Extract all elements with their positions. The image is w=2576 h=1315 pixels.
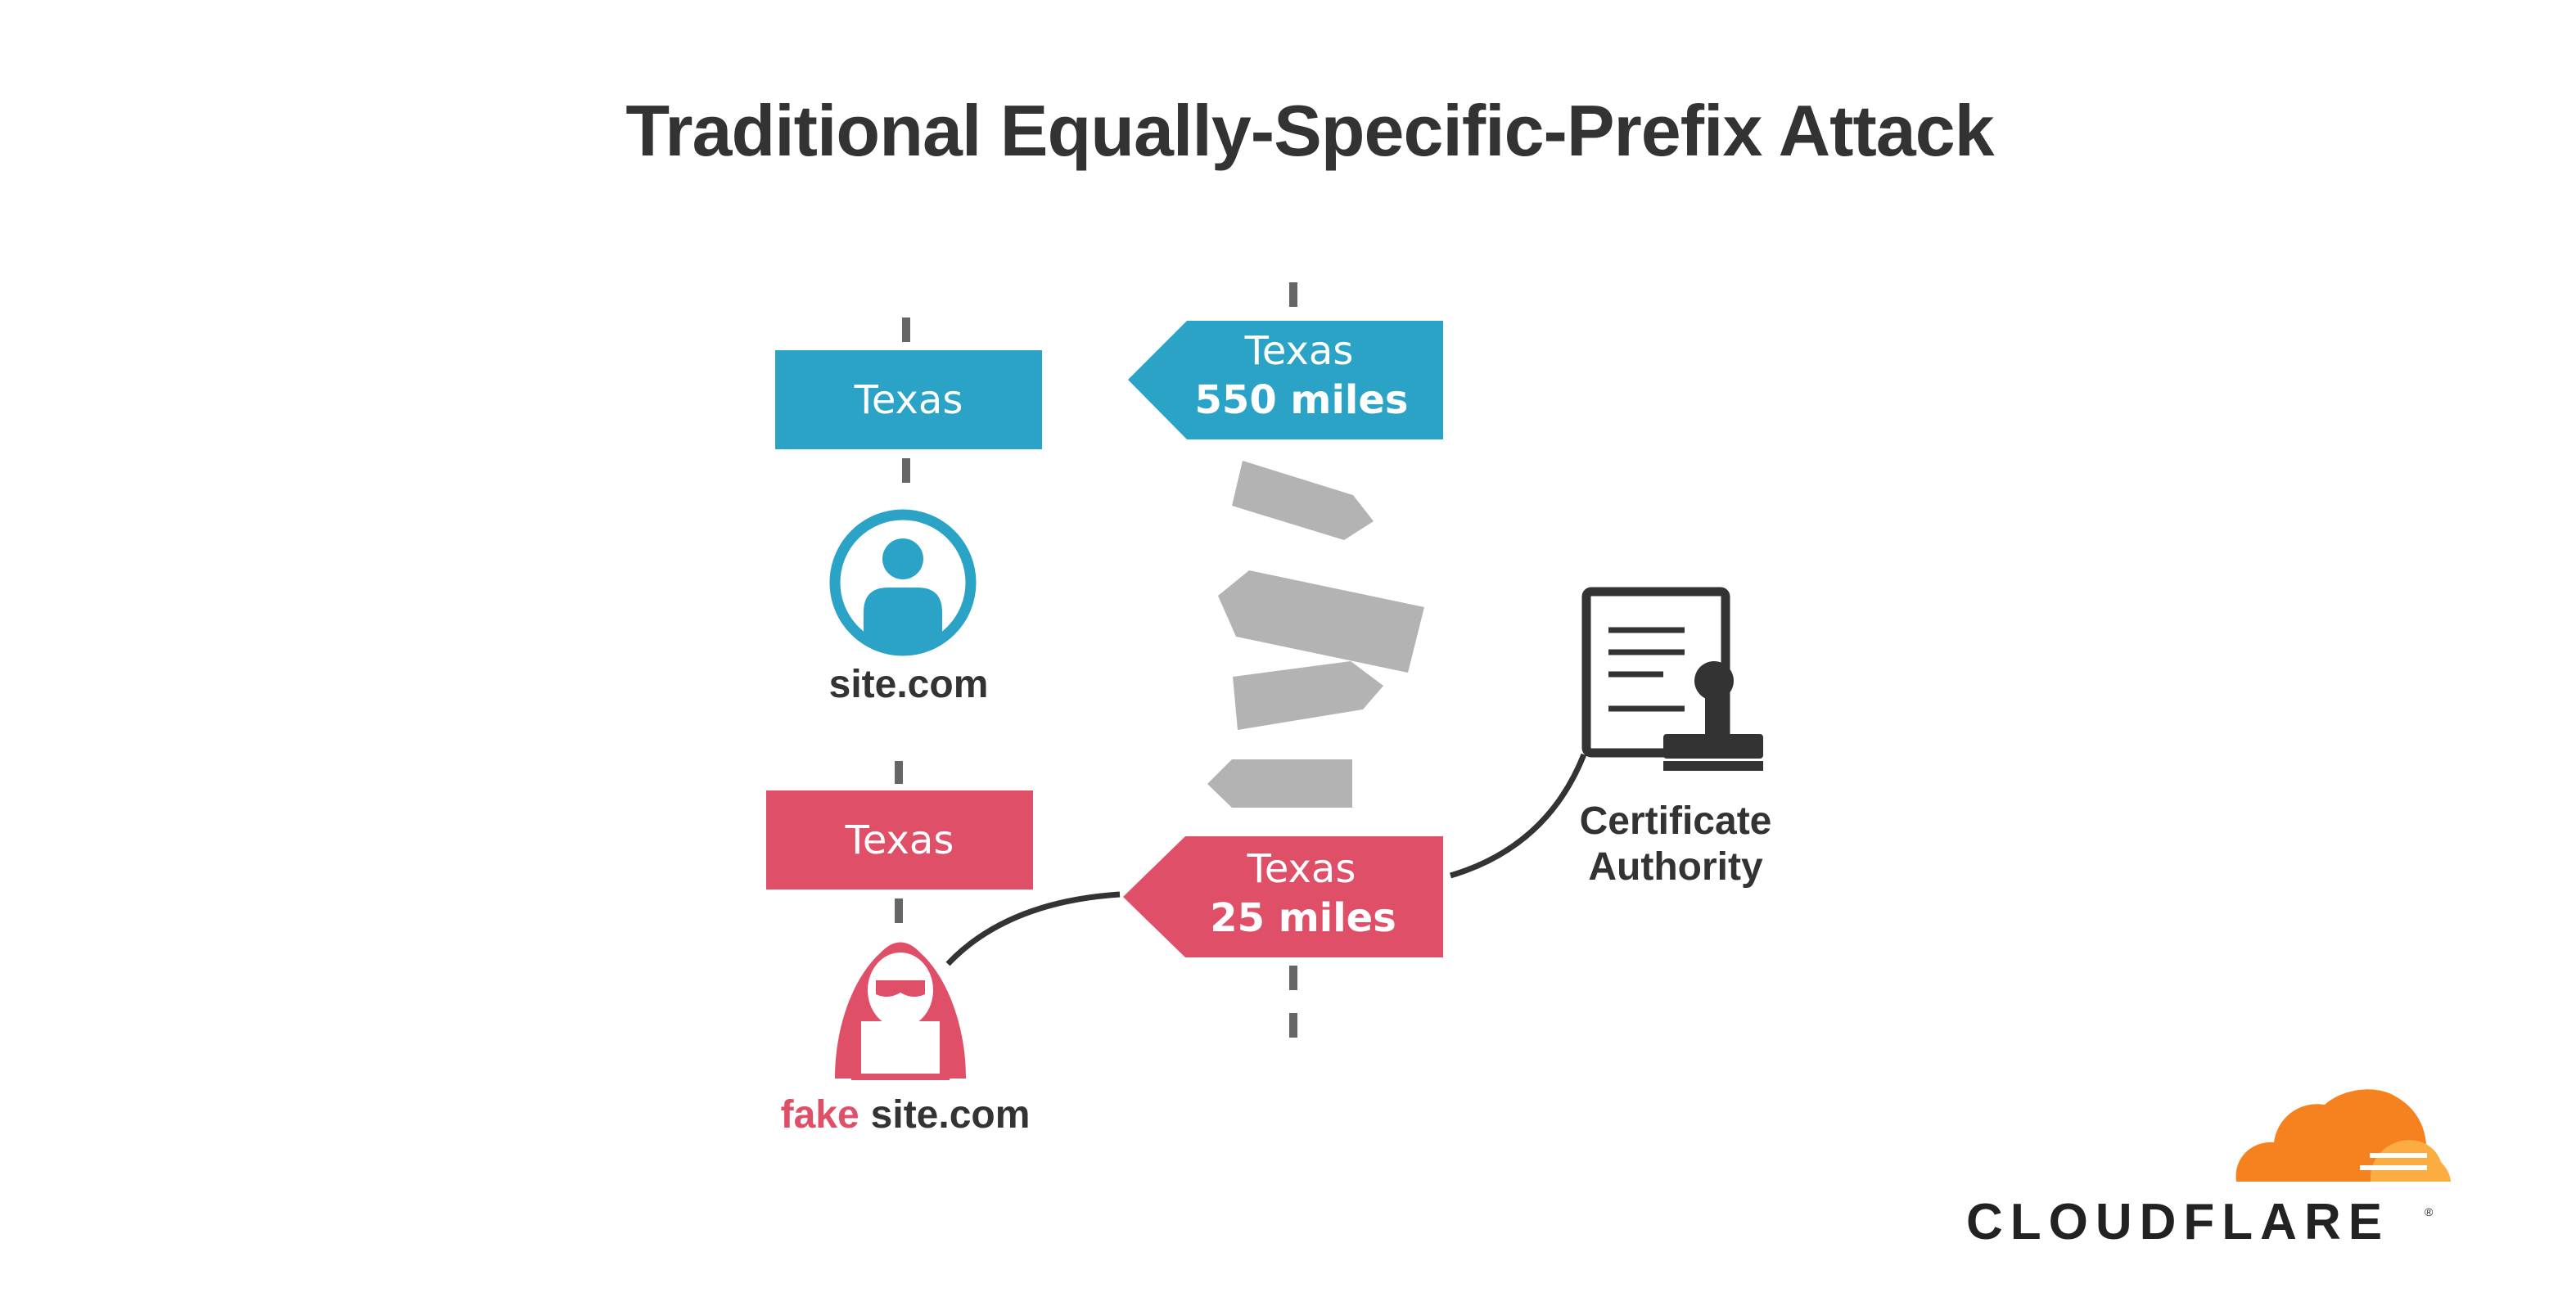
registered-mark: ® [2425, 1205, 2434, 1218]
attacker-sign-label: Texas [845, 817, 954, 863]
grey-sign-3 [1233, 661, 1383, 730]
ca-label-line2: Authority [1588, 845, 1763, 889]
attacker-distance-arrow-sign: Texas 25 miles [1123, 836, 1443, 957]
fake-site-text: site.com [871, 1093, 1031, 1137]
legit-arrow-line1: Texas [1244, 328, 1354, 374]
user-circle-icon [829, 509, 977, 656]
certificate-stamp-icon [1581, 587, 1763, 771]
legit-site-label: site.com [829, 663, 989, 706]
legit-sign-board [775, 350, 1042, 449]
attacker-to-sign-connector [945, 891, 1121, 966]
grey-sign-2 [1218, 570, 1424, 673]
attacker-sign-board [766, 790, 1033, 889]
attacker-arrow-board [1123, 836, 1443, 957]
grey-sign-1 [1232, 461, 1374, 540]
attacker-site-label: fake site.com [781, 1093, 1031, 1137]
ca-label-line1: Certificate [1580, 799, 1772, 843]
cloudflare-wordmark: CLOUDFLARE [1966, 1194, 2389, 1250]
legit-arrow-board [1128, 321, 1443, 439]
legit-texas-sign: Texas [775, 350, 1042, 449]
cloud-logo-icon [2235, 1089, 2451, 1182]
legit-arrow-line2: 550 miles [1195, 377, 1409, 423]
hooded-hacker-icon [835, 942, 966, 1080]
grey-sign-4 [1207, 759, 1352, 808]
legit-sign-label: Texas [854, 377, 963, 423]
diagram-title: Traditional Equally-Specific-Prefix Atta… [625, 90, 1995, 171]
attacker-arrow-line1: Texas [1247, 846, 1356, 892]
ca-to-sign-connector [1450, 753, 1587, 879]
attacker-arrow-line2: 25 miles [1210, 895, 1396, 941]
fake-highlight: fake [781, 1093, 859, 1137]
legit-distance-arrow-sign: Texas 550 miles [1128, 321, 1443, 439]
attacker-texas-sign: Texas [766, 790, 1033, 889]
